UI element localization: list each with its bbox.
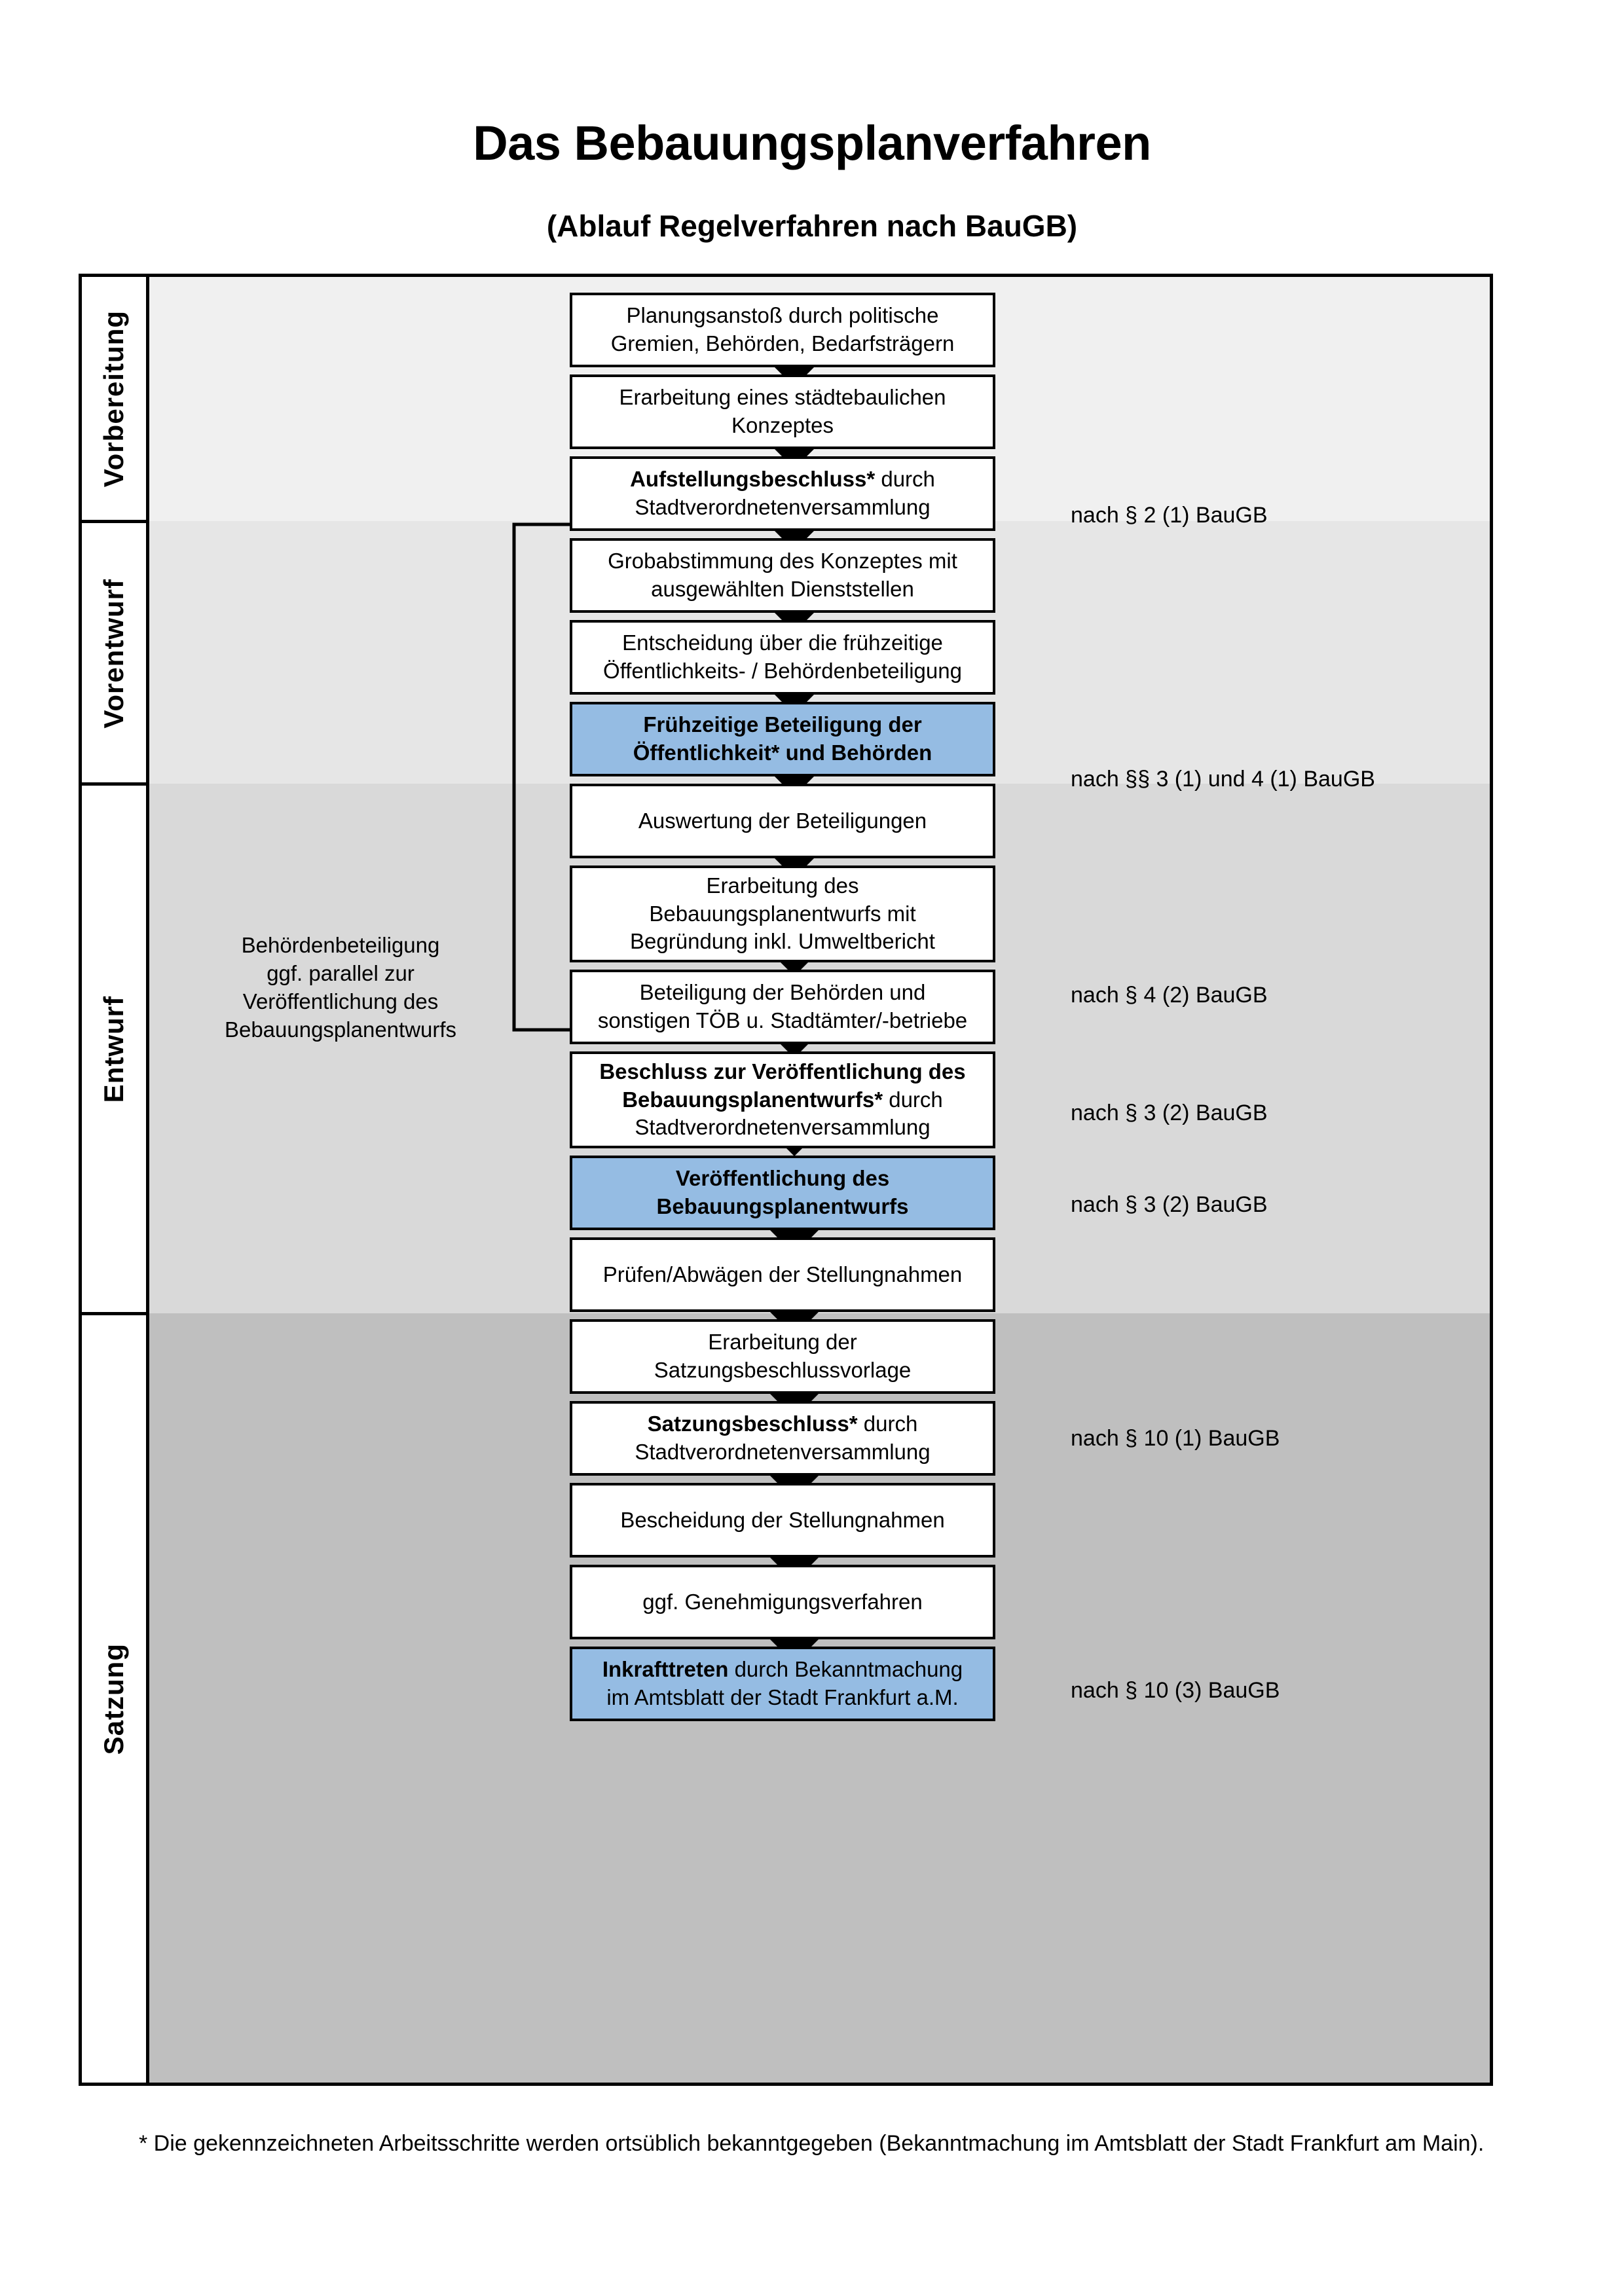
flow-step-box[interactable]: Entscheidung über die frühzeitige Öffent…: [570, 620, 995, 695]
flow-step-box[interactable]: ggf. Genehmigungsverfahren: [570, 1565, 995, 1639]
flow-step-box[interactable]: Beschluss zur Veröffentlichung des Bebau…: [570, 1051, 995, 1148]
side-note-line-3: Veröffentlichung des: [242, 989, 439, 1013]
legal-reference: nach § 3 (2) BauGB: [1071, 1101, 1268, 1125]
side-note: Behördenbeteiligung ggf. parallel zur Ve…: [183, 932, 498, 1044]
side-note-line-2: ggf. parallel zur: [267, 960, 415, 985]
flow-step-box[interactable]: Planungsanstoß durch politische Gremien,…: [570, 293, 995, 367]
step-line-2-rest: durch: [883, 1087, 943, 1112]
step-line-2: Stadtverordnetenversammlung: [635, 495, 931, 519]
footnote: * Die gekennzeichneten Arbeitsschritte w…: [139, 2131, 1485, 2156]
legal-reference: nach § 4 (2) BauGB: [1071, 983, 1268, 1008]
label-column-divider: [146, 277, 149, 2083]
flow-step-box[interactable]: Auswertung der Beteiligungen: [570, 784, 995, 858]
step-line-2: Bebauungsplanentwurfs: [656, 1194, 909, 1218]
section-label-satzung: Satzung: [82, 1315, 146, 2083]
step-line-1: Planungsanstoß durch politische: [626, 303, 939, 328]
flow-step-box-highlighted[interactable]: Inkrafttreten durch Bekanntmachung im Am…: [570, 1647, 995, 1721]
side-note-line-4: Bebauungsplanentwurfs: [224, 1017, 457, 1042]
legal-reference: nach §§ 3 (1) und 4 (1) BauGB: [1071, 767, 1375, 792]
step-line-1: Frühzeitige Beteiligung der: [643, 712, 922, 737]
section-divider-3: [82, 1312, 146, 1315]
step-line-1: Erarbeitung eines städtebaulichen: [619, 385, 946, 410]
step-line-1: Grobabstimmung des Konzeptes mit: [608, 549, 957, 574]
flow-step-box[interactable]: Bescheidung der Stellungnahmen: [570, 1483, 995, 1558]
flow-step-box[interactable]: Grobabstimmung des Konzeptes mit ausgewä…: [570, 538, 995, 613]
step-line-2: Gremien, Behörden, Bedarfsträgern: [610, 331, 955, 355]
step-line-1: Beteiligung der Behörden und: [639, 980, 926, 1005]
flow-step-box[interactable]: Beteiligung der Behörden und sonstigen T…: [570, 970, 995, 1044]
step-line-2: Konzeptes: [731, 413, 834, 437]
step-line-1: Entscheidung über die frühzeitige: [622, 630, 943, 655]
step-line-2: sonstigen TÖB u. Stadtämter/-betriebe: [597, 1008, 968, 1032]
section-divider-2: [82, 782, 146, 786]
step-line-1-rest: durch: [881, 467, 935, 492]
step-line-2: Satzungsbeschlussvorlage: [654, 1358, 912, 1382]
step-line-2: ausgewählten Dienststellen: [651, 577, 914, 601]
flow-step-box[interactable]: Prüfen/Abwägen der Stellungnahmen: [570, 1237, 995, 1312]
flow-step-box-highlighted[interactable]: Veröffentlichung des Bebauungsplanentwur…: [570, 1156, 995, 1230]
step-line-2: im Amtsblatt der Stadt Frankfurt a.M.: [606, 1685, 959, 1709]
step-line-2: Stadtverordnetenversammlung: [635, 1440, 931, 1464]
step-line-2-bold: Bebauungsplanentwurfs*: [622, 1087, 883, 1112]
side-note-line-1: Behördenbeteiligung: [241, 933, 440, 957]
step-line-1: Erarbeitung des: [706, 873, 859, 898]
step-line-1-rest: durch: [863, 1412, 918, 1436]
step-line-1: Aufstellungsbeschluss*: [630, 467, 876, 492]
flow-step-box[interactable]: Erarbeitung eines städtebaulichen Konzep…: [570, 374, 995, 449]
step-line-2: Bebauungsplanentwurfs mit: [649, 901, 916, 926]
step-line-3: Stadtverordnetenversammlung: [635, 1115, 931, 1140]
step-line-1-rest: durch Bekanntmachung: [728, 1657, 963, 1682]
step-line-3: Begründung inkl. Umweltbericht: [630, 929, 935, 954]
step-line-1: Prüfen/Abwägen der Stellungnahmen: [602, 1262, 963, 1286]
section-divider-1: [82, 520, 146, 523]
flow-step-box[interactable]: Erarbeitung des Bebauungsplanentwurfs mi…: [570, 866, 995, 962]
step-line-1: Satzungsbeschluss*: [647, 1412, 858, 1436]
step-line-2: Öffentlichkeits- / Behördenbeteiligung: [603, 659, 962, 683]
flow-step-box[interactable]: Aufstellungsbeschluss* durch Stadtverord…: [570, 456, 995, 531]
step-line-1: Auswertung der Beteiligungen: [638, 808, 927, 833]
page-subtitle: (Ablauf Regelverfahren nach BauGB): [546, 209, 1078, 243]
legal-reference: nach § 10 (3) BauGB: [1071, 1678, 1280, 1703]
flow-step-box[interactable]: Satzungsbeschluss* durch Stadtverordnete…: [570, 1401, 995, 1476]
section-label-vorbereitung: Vorbereitung: [82, 277, 146, 521]
flow-step-box[interactable]: Erarbeitung der Satzungsbeschlussvorlage: [570, 1319, 995, 1394]
step-line-1: Bescheidung der Stellungnahmen: [620, 1507, 945, 1532]
flowchart-frame: Vorbereitung Vorentwurf Entwurf Satzung: [79, 274, 1493, 2086]
step-line-1-bold: Inkrafttreten: [602, 1657, 729, 1682]
section-label-vorentwurf: Vorentwurf: [82, 523, 146, 784]
step-line-1: Erarbeitung der: [708, 1330, 857, 1355]
step-line-1: Veröffentlichung des: [675, 1166, 890, 1191]
page-title: Das Bebauungsplanverfahren: [473, 116, 1151, 170]
step-line-2: Öffentlichkeit* und Behörden: [633, 740, 932, 765]
section-label-entwurf: Entwurf: [82, 786, 146, 1313]
legal-reference: nach § 10 (1) BauGB: [1071, 1426, 1280, 1451]
legal-reference: nach § 2 (1) BauGB: [1071, 503, 1268, 528]
legal-reference: nach § 3 (2) BauGB: [1071, 1192, 1268, 1217]
step-line-1: ggf. Genehmigungsverfahren: [642, 1589, 923, 1614]
step-line-1: Beschluss zur Veröffentlichung des: [599, 1059, 966, 1084]
flow-step-box-highlighted[interactable]: Frühzeitige Beteiligung der Öffentlichke…: [570, 702, 995, 776]
